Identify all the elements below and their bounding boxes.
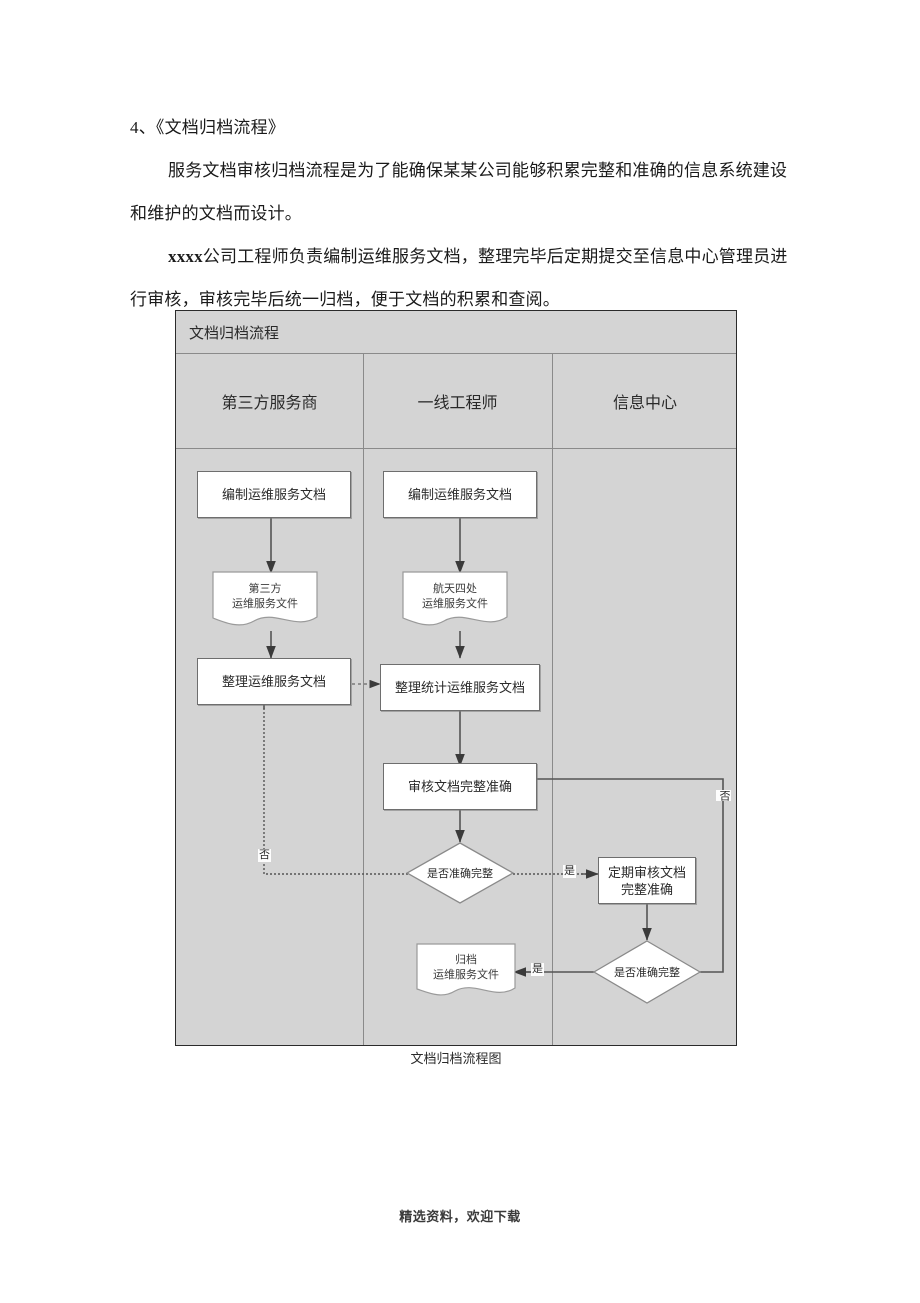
- section-heading: 4、《文档归档流程》: [130, 118, 285, 137]
- lane-header-frontline-engineer: 一线工程师: [417, 395, 498, 412]
- lane-header-info-center: 信息中心: [612, 395, 677, 412]
- node-hangtian-ops-file[interactable]: 航天四处 运维服务文件: [402, 571, 508, 631]
- paragraph-1: 服务文档审核归档流程是为了能确保某某公司能够积累完整和准确的信息系统建设和维护的…: [130, 161, 788, 223]
- document-shape-icon: [416, 943, 516, 996]
- decision-is-accurate-complete-2[interactable]: 是否准确完整: [593, 940, 701, 1004]
- node-label-line1: 定期审核文档: [607, 864, 686, 880]
- node-label-line2: 运维服务文件: [422, 597, 488, 610]
- decision-label: 是否准确完整: [614, 967, 680, 979]
- page-footer: 精选资料，欢迎下载: [399, 1209, 521, 1224]
- node-third-party-ops-file[interactable]: 第三方 运维服务文件: [212, 571, 318, 631]
- diamond-shape-icon: [593, 940, 701, 1004]
- node-label: 编制运维服务文档: [221, 487, 326, 502]
- node-label-line2: 运维服务文件: [433, 968, 499, 981]
- lane-header-band: 第三方服务商 一线工程师 信息中心: [176, 354, 736, 449]
- node-label-line1: 航天四处: [433, 582, 477, 595]
- node-label: 整理统计运维服务文档: [394, 680, 525, 695]
- document-shape-icon: [212, 571, 318, 626]
- node-label-wrap: 归档 运维服务文件: [433, 953, 499, 992]
- decision-label: 是否准确完整: [427, 868, 493, 880]
- lane-header-third-party: 第三方服务商: [221, 395, 318, 412]
- edge-label-no-right: 否: [716, 790, 731, 801]
- edge-label-yes-to-archive: 是: [531, 963, 544, 976]
- node-compile-doc-third-party[interactable]: 编制运维服务文档: [197, 471, 351, 518]
- paragraph-2-bold-prefix: xxxx: [168, 247, 203, 266]
- edge-label-no-left: 否: [258, 849, 271, 862]
- lane-divider-2: [552, 354, 553, 1045]
- document-body: 4、《文档归档流程》 服务文档审核归档流程是为了能确保某某公司能够积累完整和准确…: [130, 106, 790, 321]
- node-compile-doc-engineer[interactable]: 编制运维服务文档: [383, 471, 537, 518]
- document-shape-icon: [402, 571, 508, 626]
- paragraph-2-rest: 公司工程师负责编制运维服务文档，整理完毕后定期提交至信息中心管理员进行审核，审核…: [130, 247, 788, 309]
- node-label-line2: 完整准确: [620, 881, 673, 897]
- decision-is-accurate-complete-1[interactable]: 是否准确完整: [406, 842, 514, 904]
- node-label: 整理运维服务文档: [221, 674, 326, 689]
- node-label-wrap: 第三方 运维服务文件: [232, 582, 298, 621]
- flowchart-title: 文档归档流程: [189, 326, 280, 342]
- node-review-doc-complete-accurate[interactable]: 审核文档完整准确: [383, 763, 537, 810]
- node-archive-ops-file[interactable]: 归档 运维服务文件: [416, 943, 516, 1001]
- node-label-line1: 第三方: [248, 582, 282, 595]
- flowchart-caption: 文档归档流程图: [410, 1051, 502, 1066]
- paragraph-2: xxxx公司工程师负责编制运维服务文档，整理完毕后定期提交至信息中心管理员进行审…: [130, 235, 790, 321]
- node-organize-statistics-ops-doc[interactable]: 整理统计运维服务文档: [380, 664, 540, 711]
- lane-divider-1: [363, 354, 364, 1045]
- flowchart-container: 文档归档流程 第三方服务商 一线工程师 信息中心: [175, 310, 737, 1046]
- node-periodic-review-doc[interactable]: 定期审核文档 完整准确: [598, 857, 696, 904]
- node-label-wrap: 航天四处 运维服务文件: [422, 582, 488, 621]
- flowchart-title-band: 文档归档流程: [176, 311, 736, 354]
- node-label: 编制运维服务文档: [407, 487, 512, 502]
- node-label-line2: 运维服务文件: [232, 597, 298, 610]
- edge-label-yes-to-periodic-review: 是: [563, 865, 576, 878]
- node-label: 审核文档完整准确: [407, 779, 512, 794]
- node-label-line1: 归档: [455, 953, 477, 966]
- diamond-shape-icon: [406, 842, 514, 904]
- node-organize-ops-doc[interactable]: 整理运维服务文档: [197, 658, 351, 705]
